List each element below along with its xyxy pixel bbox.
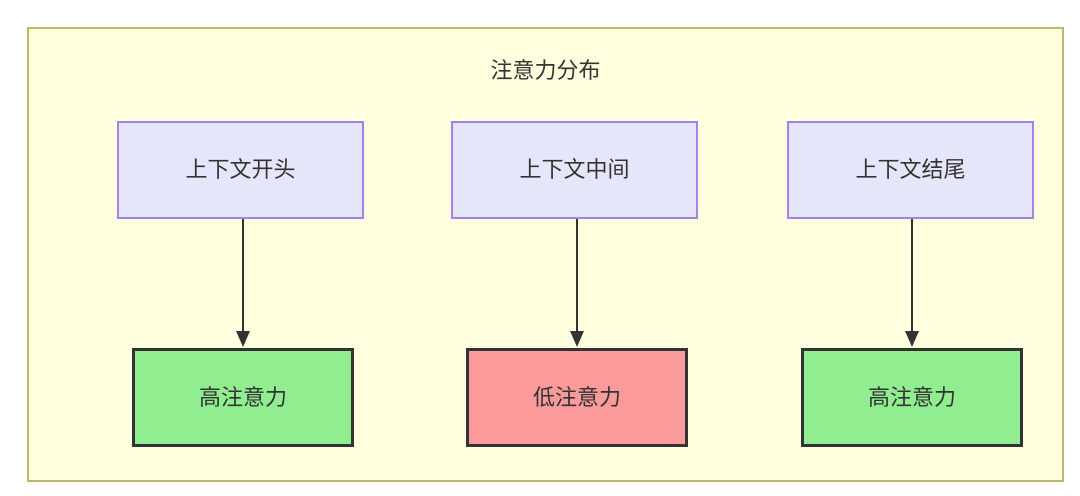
node-context-start-label: 上下文开头	[185, 157, 296, 182]
attention-distribution-subgraph: 注意力分布 上下文开头 上下文中间 上下文结尾 高注意力 低注意力 高注意力	[27, 27, 1064, 482]
node-context-end-label: 上下文结尾	[855, 157, 966, 182]
node-context-end[interactable]: 上下文结尾	[787, 121, 1034, 219]
node-attention-high-end-label: 高注意力	[867, 384, 956, 410]
node-context-start[interactable]: 上下文开头	[117, 121, 364, 219]
node-attention-high-start-label: 高注意力	[198, 384, 287, 410]
diagram-title: 注意力分布	[490, 58, 601, 83]
edge-context-start-to-attention-high	[236, 219, 250, 347]
node-context-middle-label: 上下文中间	[519, 157, 630, 182]
edge-context-end-to-attention-high	[905, 219, 919, 347]
edge-context-middle-to-attention-low	[570, 219, 584, 347]
node-attention-high-start[interactable]: 高注意力	[132, 348, 354, 447]
node-attention-high-end[interactable]: 高注意力	[801, 348, 1023, 447]
node-attention-low-middle-label: 低注意力	[532, 384, 621, 410]
node-attention-low-middle[interactable]: 低注意力	[466, 348, 688, 447]
node-context-middle[interactable]: 上下文中间	[451, 121, 698, 219]
